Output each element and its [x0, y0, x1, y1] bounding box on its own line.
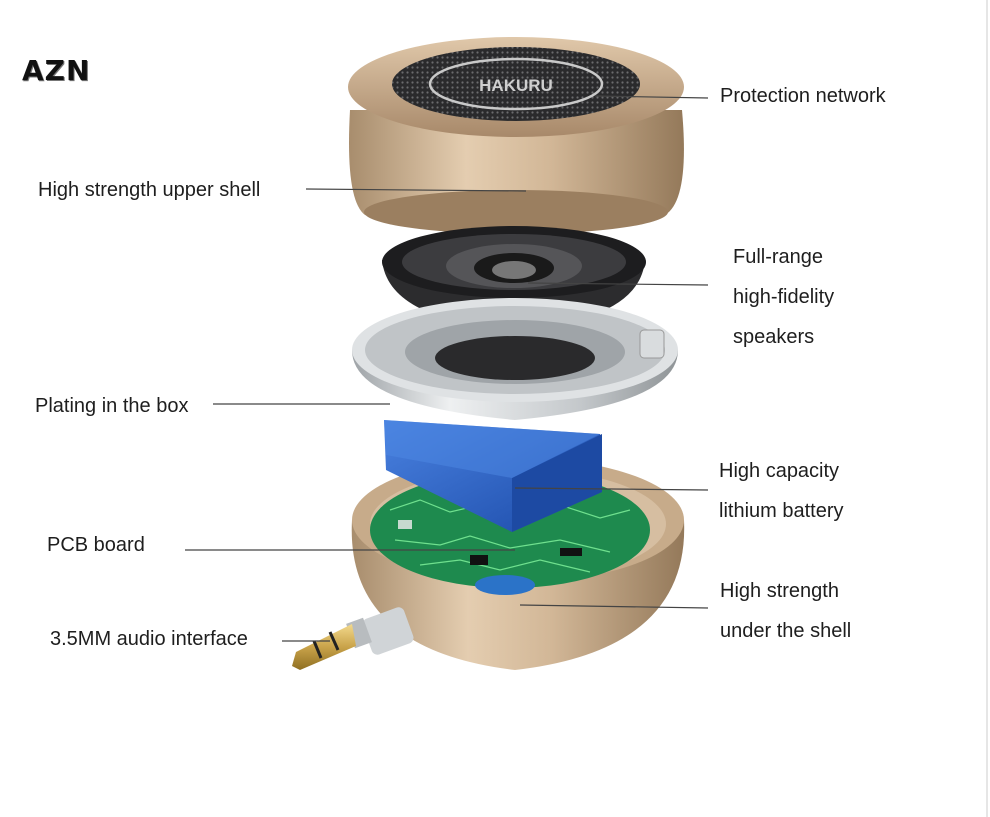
label-protection-network: Protection network [720, 85, 886, 107]
brand-logo: AZN [22, 54, 91, 87]
label-battery: High capacity lithium battery [719, 460, 844, 522]
upper-shell-graphic: HAKURU [348, 37, 684, 234]
leader-under-shell [519, 604, 709, 609]
leader-battery [514, 487, 709, 491]
under-shell-graphic [351, 420, 685, 670]
leader-lines [185, 95, 709, 642]
label-plating-box: Plating in the box [35, 395, 189, 417]
leader-protection-network [594, 95, 709, 99]
grille-brand-text: HAKURU [479, 76, 553, 95]
label-pcb-board: PCB board [47, 534, 145, 556]
right-edge-divider [986, 0, 988, 817]
battery-graphic [384, 420, 602, 532]
leader-upper-shell [305, 188, 527, 192]
speaker-driver-graphic [382, 226, 646, 330]
label-upper-shell: High strength upper shell [38, 179, 261, 201]
audio-jack-graphic [292, 607, 414, 670]
plating-box-graphic [352, 298, 678, 420]
label-audio-interface: 3.5MM audio interface [50, 628, 248, 650]
leader-speakers [527, 282, 709, 286]
label-speakers: Full-range high-fidelity speakers [733, 246, 835, 348]
label-under-shell: High strength under the shell [720, 580, 852, 642]
